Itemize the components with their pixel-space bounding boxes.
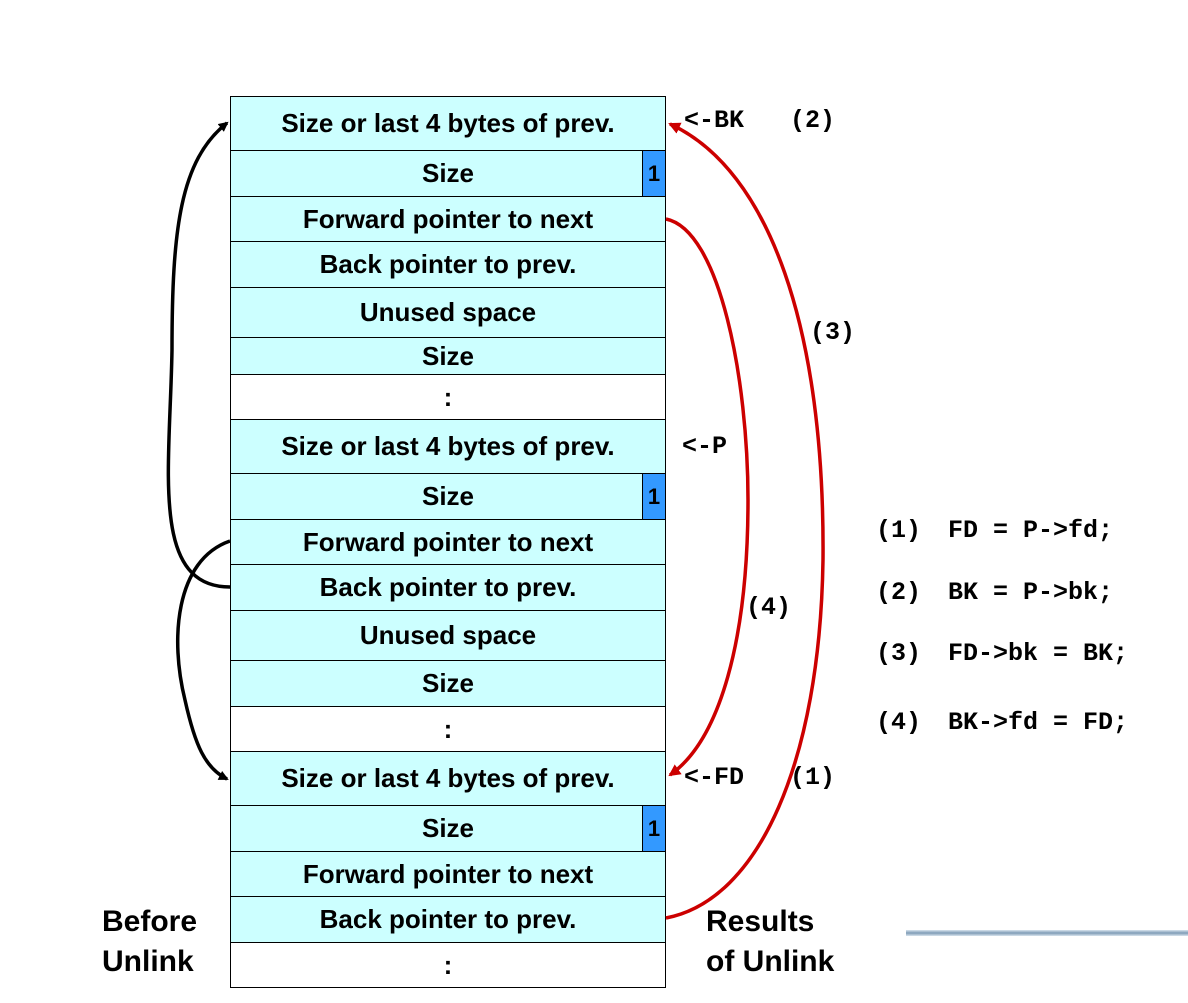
code-line-1-num: (1) [876, 516, 922, 545]
memory-block-row: Size 1 [231, 806, 665, 852]
code-line-2: BK = P->bk; [948, 578, 1114, 607]
code-line-4-num: (4) [876, 708, 922, 737]
memory-block-label: Size [421, 158, 475, 188]
memory-block-label: Unused space [359, 620, 537, 650]
in-use-flag: 1 [642, 151, 665, 196]
memory-block-row: Forward pointer to next [231, 852, 665, 897]
memory-block-row: Size or last 4 bytes of prev. [231, 752, 665, 806]
p-pointer-label: <-P [682, 432, 728, 461]
code-line-3-num: (3) [876, 639, 922, 668]
memory-block-row: Size [231, 338, 665, 375]
memory-block-label: Back pointer to prev. [319, 904, 577, 934]
memory-block-label: Back pointer to prev. [319, 572, 577, 602]
after-fd-bk-arrow [665, 122, 825, 920]
memory-block-row: Size [231, 661, 665, 707]
step-4-label: (4) [746, 593, 792, 622]
before-bk-arrow [166, 121, 231, 589]
memory-block-row: : [231, 943, 665, 988]
memory-block-label: Size or last 4 bytes of prev. [281, 108, 615, 138]
memory-block-label: Size or last 4 bytes of prev. [281, 763, 615, 793]
memory-block-row: Back pointer to prev. [231, 242, 665, 288]
memory-block-row: Back pointer to prev. [231, 897, 665, 943]
step-3-label: (3) [810, 318, 856, 347]
decorative-divider [906, 930, 1188, 936]
fd-step-label: (1) [790, 763, 836, 792]
memory-block-label: Forward pointer to next [302, 858, 594, 889]
memory-block-label: Size [421, 813, 475, 843]
memory-block-row: Forward pointer to next [231, 520, 665, 565]
memory-block-label: Size [421, 668, 475, 698]
code-line-1: FD = P->fd; [948, 516, 1114, 545]
memory-block-row: Forward pointer to next [231, 197, 665, 242]
memory-block-label: Size [421, 481, 475, 511]
before-unlink-caption: Before Unlink [102, 905, 198, 978]
memory-block-row: Size 1 [231, 474, 665, 520]
results-of-unlink-caption: Results of Unlink [706, 905, 835, 978]
memory-block-label: Forward pointer to next [302, 526, 594, 557]
code-line-4: BK->fd = FD; [948, 708, 1129, 737]
code-line-2-num: (2) [876, 578, 922, 607]
memory-block-row: Unused space [231, 288, 665, 338]
memory-block-row: : [231, 375, 665, 420]
in-use-flag: 1 [642, 474, 665, 519]
code-line-3: FD->bk = BK; [948, 639, 1129, 668]
memory-block-label: : [443, 381, 453, 412]
memory-block-label: Unused space [359, 297, 537, 327]
in-use-flag: 1 [642, 806, 665, 851]
after-bk-fd-arrow [665, 217, 750, 777]
memory-block-label: Size [421, 340, 475, 371]
memory-block-label: : [443, 949, 453, 980]
memory-block-row: Unused space [231, 611, 665, 661]
memory-block-label: Forward pointer to next [302, 203, 594, 234]
memory-block-label: : [443, 713, 453, 744]
memory-block-row: Back pointer to prev. [231, 565, 665, 611]
fd-pointer-label: <-FD [684, 763, 745, 792]
bk-step-label: (2) [790, 106, 836, 135]
memory-block-row: : [231, 707, 665, 752]
before-fd-arrow [176, 539, 231, 781]
bk-pointer-label: <-BK [684, 106, 745, 135]
memory-block-row: Size 1 [231, 151, 665, 197]
memory-block-label: Size or last 4 bytes of prev. [281, 431, 615, 461]
memory-block-label: Back pointer to prev. [319, 249, 577, 279]
memory-block-row: Size or last 4 bytes of prev. [231, 420, 665, 474]
memory-block-row: Size or last 4 bytes of prev. [231, 97, 665, 151]
